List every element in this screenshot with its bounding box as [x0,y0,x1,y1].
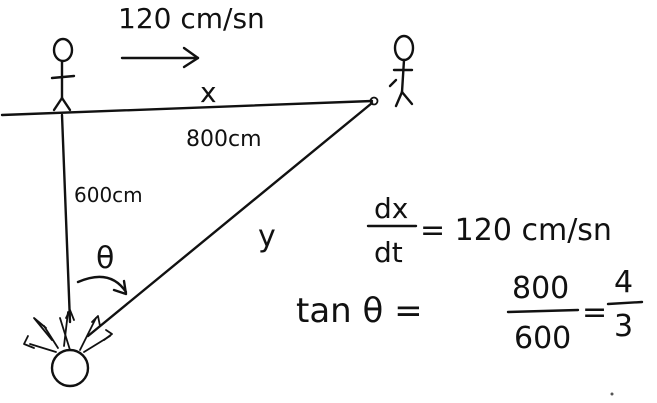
tan-result-denominator: 3 [614,309,633,344]
rate-numerator: dx [374,192,408,225]
end-point [369,96,379,106]
tan-result-bar [606,300,644,306]
tan-result-numerator: 4 [614,265,633,300]
tan-equals: = [582,295,607,330]
tan-numerator: 800 [512,271,569,306]
curved-arrow-icon [76,275,128,296]
vertical-length-label: 600cm [74,183,143,207]
person-left-icon [50,37,76,112]
top-length-label: 800cm [186,127,262,152]
x-label: x [200,76,217,109]
theta-label: θ [96,241,114,276]
hypotenuse-line [86,101,374,338]
tan-lhs: tan θ = [296,291,423,331]
rate-denominator: dt [374,236,403,269]
tan-fraction-bar [506,308,580,314]
arrow-right-icon [120,46,200,69]
hyp-label: y [258,219,276,254]
speed-label: 120 cm/sn [118,2,265,35]
person-right-icon [388,34,415,108]
firework-icon [23,309,113,388]
tan-denominator: 600 [514,321,571,356]
top-line [0,99,374,117]
stray-mark [610,392,614,396]
rate-rhs: = 120 cm/sn [420,213,612,248]
vertical-line [60,113,72,324]
